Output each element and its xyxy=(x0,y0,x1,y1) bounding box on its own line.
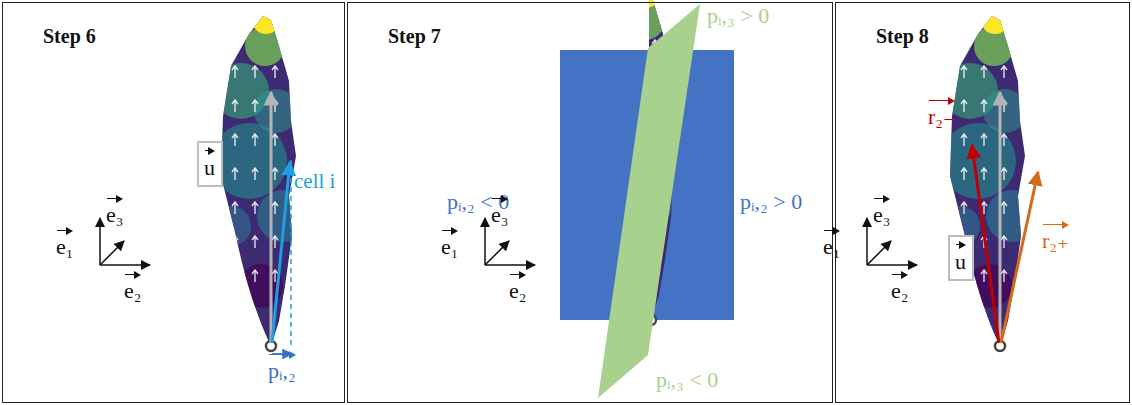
vector-label: e₁ xyxy=(441,228,458,259)
region-label: pᵢ,₂ > 0 xyxy=(740,190,802,214)
vector-box: u xyxy=(948,235,974,281)
vector-symbol: u xyxy=(955,242,966,275)
vector-label: e₂ xyxy=(891,272,908,303)
vector-label: pᵢ,₂ xyxy=(268,352,296,383)
vector-label: e₃ xyxy=(106,196,123,227)
vector-label: r₂₊ xyxy=(1042,222,1069,253)
vector-label: e₃ xyxy=(873,196,890,227)
step-title: Step 8 xyxy=(876,25,929,48)
vector-label: e₁ xyxy=(823,228,840,259)
region-label: pᵢ,₃ < 0 xyxy=(656,368,718,392)
region-label: pᵢ,₃ > 0 xyxy=(707,4,769,28)
vector-symbol: u xyxy=(204,148,215,181)
vector-label: e₁ xyxy=(56,228,73,259)
step-title: Step 6 xyxy=(43,25,96,48)
vector-box: u xyxy=(197,141,223,187)
vector-label: e₂ xyxy=(509,272,526,303)
vector-label: r₂₋ xyxy=(928,98,955,129)
step-panel: Step 6 u xyxy=(2,2,345,403)
region-label: cell i xyxy=(294,170,335,193)
step-title: Step 7 xyxy=(388,25,441,48)
vector-label: e₂ xyxy=(124,272,141,303)
vector-label: e₃ xyxy=(491,196,508,227)
